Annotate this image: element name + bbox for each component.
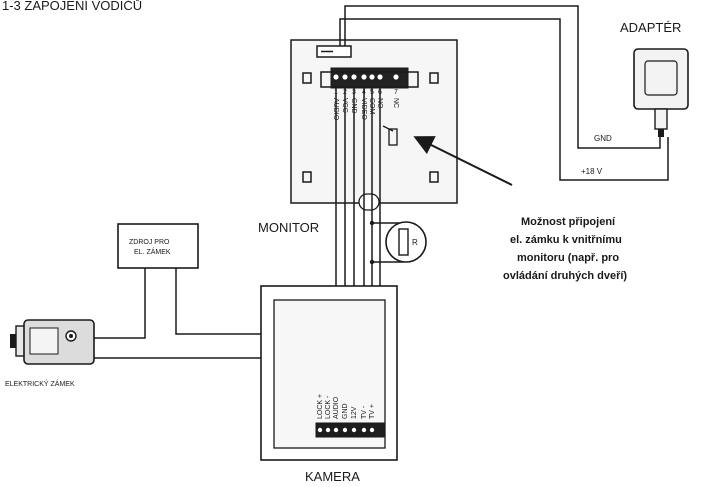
- camera-terminal-label: LOCK +: [317, 394, 324, 419]
- cable-tube-upper: [358, 193, 380, 211]
- camera-terminal-screw: [332, 426, 339, 433]
- camera-terminal-label: TV -: [361, 405, 368, 419]
- monitor-slot-tr: [429, 72, 439, 84]
- monitor-terminal-screw: [392, 73, 400, 81]
- camera-terminal-screw: [316, 426, 323, 433]
- monitor-terminal-screw: [350, 73, 358, 81]
- adapter-plug: [654, 108, 668, 130]
- note-line-2: el. zámku k vnitřnímu: [510, 234, 622, 246]
- camera-terminal-screw: [350, 426, 357, 433]
- note-line-1: Možnost připojení: [521, 216, 616, 228]
- camera-terminal-screw: [324, 426, 331, 433]
- monitor-terminal-screw: [341, 73, 349, 81]
- monitor-slot-bl: [302, 171, 312, 183]
- lock-label: ELEKTRICKÝ ZÁMEK: [5, 379, 75, 388]
- note-line-4: ovládání druhých dveří): [503, 270, 627, 282]
- monitor-terminal-screw: [360, 73, 368, 81]
- diagram-title: 1-3 ZAPOJENÍ VODIČŮ: [2, 0, 142, 13]
- camera-terminal-screw: [360, 426, 367, 433]
- monitor-terminal-screw: [376, 73, 384, 81]
- adapter-label: ADAPTÉR: [620, 20, 681, 35]
- monitor-terminal-number: 7: [394, 89, 398, 96]
- lock-supply-line2: EL. ZÁMEK: [134, 247, 171, 256]
- monitor-terminal-label: NC: [392, 98, 399, 108]
- electric-lock: [10, 319, 95, 365]
- camera-terminal-screw: [368, 426, 375, 433]
- relay-contact: [388, 128, 398, 146]
- resistor-body: [398, 228, 409, 256]
- resistor-label: R: [412, 238, 418, 247]
- camera-terminal-label: LOCK -: [325, 395, 332, 419]
- adapter-wires: [339, 5, 669, 181]
- camera-terminal-label: 12V: [351, 406, 358, 419]
- adapter-18v-label: +18 V: [581, 167, 603, 176]
- camera-terminal-label: GND: [342, 403, 349, 419]
- adapter-body: [633, 48, 689, 110]
- camera-label: KAMERA: [305, 469, 360, 484]
- monitor-terminal-screw: [368, 73, 376, 81]
- camera-terminal-screw: [341, 426, 348, 433]
- lock-supply-line1: ZDROJ PRO: [129, 239, 170, 246]
- monitor-terminal-housing: [320, 71, 419, 88]
- monitor-slot-tl: [302, 72, 312, 84]
- camera-terminal-label: TV +: [369, 404, 376, 419]
- monitor-box: [290, 39, 458, 204]
- power-jack: [316, 45, 352, 58]
- camera-terminal-block: [315, 422, 385, 438]
- note-line-3: monitoru (např. pro: [517, 252, 619, 264]
- adapter-gnd-label: GND: [594, 134, 612, 143]
- monitor-slot-br: [429, 171, 439, 183]
- lock-supply-box: [117, 223, 199, 269]
- monitor-label: MONITOR: [258, 220, 319, 235]
- camera-terminal-label: AUDIO: [333, 396, 340, 419]
- note-arrow: [413, 136, 513, 186]
- monitor-terminal-screw: [332, 73, 340, 81]
